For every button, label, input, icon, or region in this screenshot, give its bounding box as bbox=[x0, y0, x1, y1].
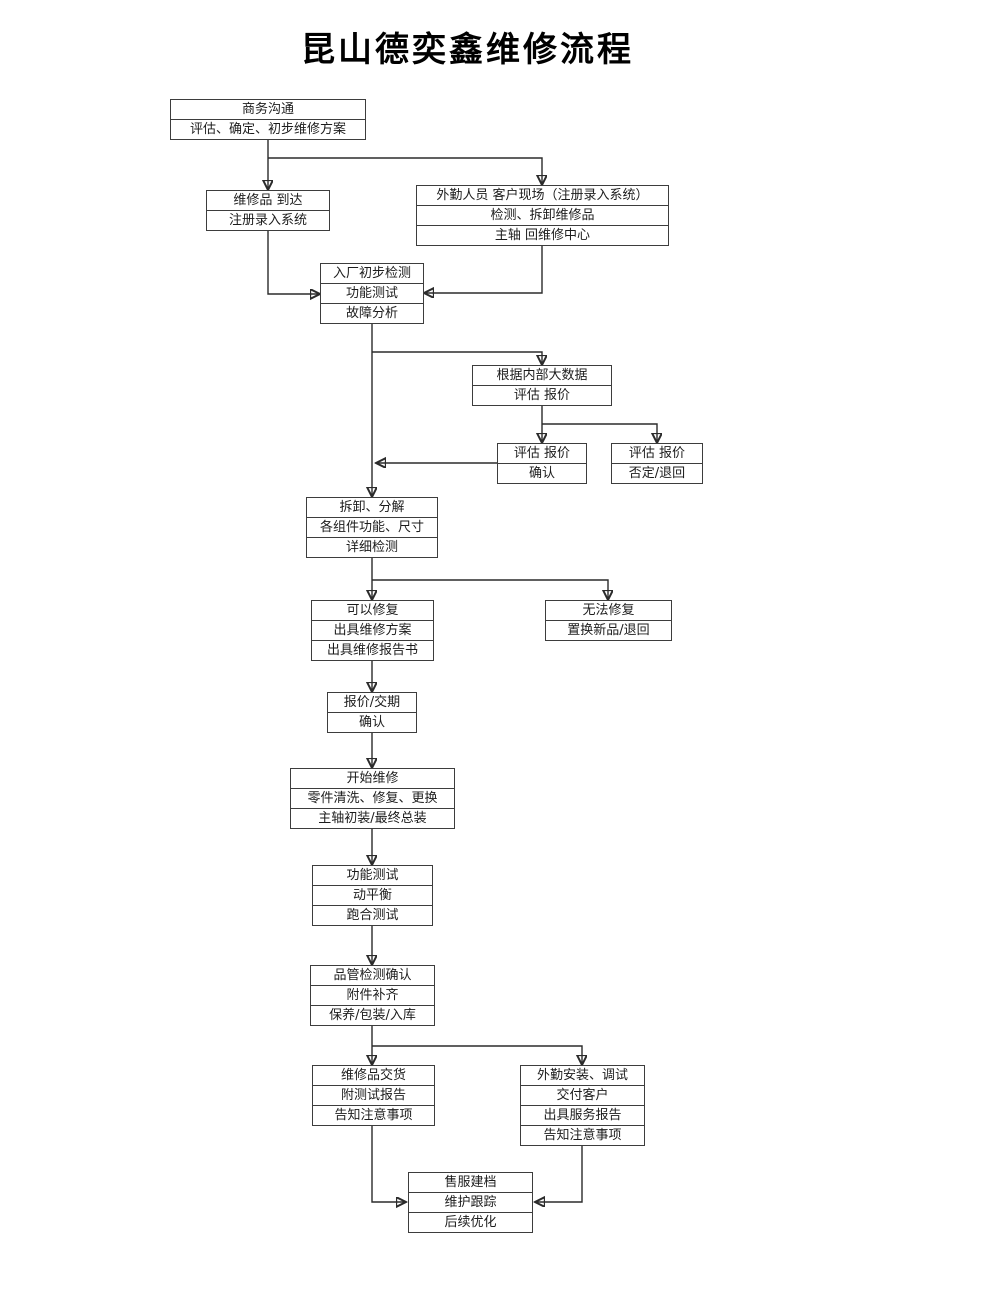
node-cell: 保养/包装/入库 bbox=[310, 1005, 435, 1026]
node-delivery: 维修品交货 附测试报告 告知注意事项 bbox=[312, 1065, 435, 1126]
node-cell: 检测、拆卸维修品 bbox=[416, 205, 669, 226]
node-cell: 开始维修 bbox=[290, 768, 455, 789]
node-cell: 确认 bbox=[497, 463, 587, 484]
node-cell: 拆卸、分解 bbox=[306, 497, 438, 518]
node-cell: 评估 报价 bbox=[472, 385, 612, 406]
node-cell: 附测试报告 bbox=[312, 1085, 435, 1106]
node-big-data-quote: 根据内部大数据 评估 报价 bbox=[472, 365, 612, 406]
node-quote-reject: 评估 报价 否定/退回 bbox=[611, 443, 703, 484]
node-cell: 置换新品/退回 bbox=[545, 620, 672, 641]
node-cell: 评估 报价 bbox=[611, 443, 703, 464]
node-cell: 确认 bbox=[327, 712, 417, 733]
node-cell: 功能测试 bbox=[320, 283, 424, 304]
node-field-install: 外勤安装、调试 交付客户 出具服务报告 告知注意事项 bbox=[520, 1065, 645, 1146]
node-cell: 注册录入系统 bbox=[206, 210, 330, 231]
node-unrepairable: 无法修复 置换新品/退回 bbox=[545, 600, 672, 641]
node-cell: 否定/退回 bbox=[611, 463, 703, 484]
node-cell: 后续优化 bbox=[408, 1212, 533, 1233]
node-cell: 告知注意事项 bbox=[312, 1105, 435, 1126]
node-cell: 零件清洗、修复、更换 bbox=[290, 788, 455, 809]
node-repairable: 可以修复 出具维修方案 出具维修报告书 bbox=[311, 600, 434, 661]
node-cell: 附件补齐 bbox=[310, 985, 435, 1006]
node-item-arrival: 维修品 到达 注册录入系统 bbox=[206, 190, 330, 231]
node-cell: 各组件功能、尺寸 bbox=[306, 517, 438, 538]
node-cell: 出具维修方案 bbox=[311, 620, 434, 641]
node-cell: 交付客户 bbox=[520, 1085, 645, 1106]
node-cell: 无法修复 bbox=[545, 600, 672, 621]
node-cell: 入厂初步检测 bbox=[320, 263, 424, 284]
node-cell: 商务沟通 bbox=[170, 99, 366, 120]
node-cell: 维护跟踪 bbox=[408, 1192, 533, 1213]
node-cell: 根据内部大数据 bbox=[472, 365, 612, 386]
node-qc-confirm: 品管检测确认 附件补齐 保养/包装/入库 bbox=[310, 965, 435, 1026]
node-cell: 出具维修报告书 bbox=[311, 640, 434, 661]
node-cell: 维修品交货 bbox=[312, 1065, 435, 1086]
node-cell: 报价/交期 bbox=[327, 692, 417, 713]
node-cell: 可以修复 bbox=[311, 600, 434, 621]
node-disassembly: 拆卸、分解 各组件功能、尺寸 详细检测 bbox=[306, 497, 438, 558]
node-function-test: 功能测试 动平衡 跑合测试 bbox=[312, 865, 433, 926]
node-quote-delivery-confirm: 报价/交期 确认 bbox=[327, 692, 417, 733]
node-business-communication: 商务沟通 评估、确定、初步维修方案 bbox=[170, 99, 366, 140]
node-cell: 功能测试 bbox=[312, 865, 433, 886]
node-cell: 动平衡 bbox=[312, 885, 433, 906]
node-quote-confirm: 评估 报价 确认 bbox=[497, 443, 587, 484]
node-initial-inspection: 入厂初步检测 功能测试 故障分析 bbox=[320, 263, 424, 324]
node-cell: 告知注意事项 bbox=[520, 1125, 645, 1146]
node-cell: 评估、确定、初步维修方案 bbox=[170, 119, 366, 140]
node-cell: 品管检测确认 bbox=[310, 965, 435, 986]
node-cell: 详细检测 bbox=[306, 537, 438, 558]
node-cell: 主轴初装/最终总装 bbox=[290, 808, 455, 829]
node-field-service: 外勤人员 客户现场（注册录入系统） 检测、拆卸维修品 主轴 回维修中心 bbox=[416, 185, 669, 246]
node-cell: 维修品 到达 bbox=[206, 190, 330, 211]
node-cell: 外勤人员 客户现场（注册录入系统） bbox=[416, 185, 669, 206]
node-cell: 跑合测试 bbox=[312, 905, 433, 926]
node-after-sales: 售服建档 维护跟踪 后续优化 bbox=[408, 1172, 533, 1233]
node-cell: 故障分析 bbox=[320, 303, 424, 324]
node-cell: 评估 报价 bbox=[497, 443, 587, 464]
node-start-repair: 开始维修 零件清洗、修复、更换 主轴初装/最终总装 bbox=[290, 768, 455, 829]
node-cell: 售服建档 bbox=[408, 1172, 533, 1193]
node-cell: 外勤安装、调试 bbox=[520, 1065, 645, 1086]
page-title: 昆山德奕鑫维修流程 bbox=[301, 30, 634, 70]
node-cell: 出具服务报告 bbox=[520, 1105, 645, 1126]
node-cell: 主轴 回维修中心 bbox=[416, 225, 669, 246]
